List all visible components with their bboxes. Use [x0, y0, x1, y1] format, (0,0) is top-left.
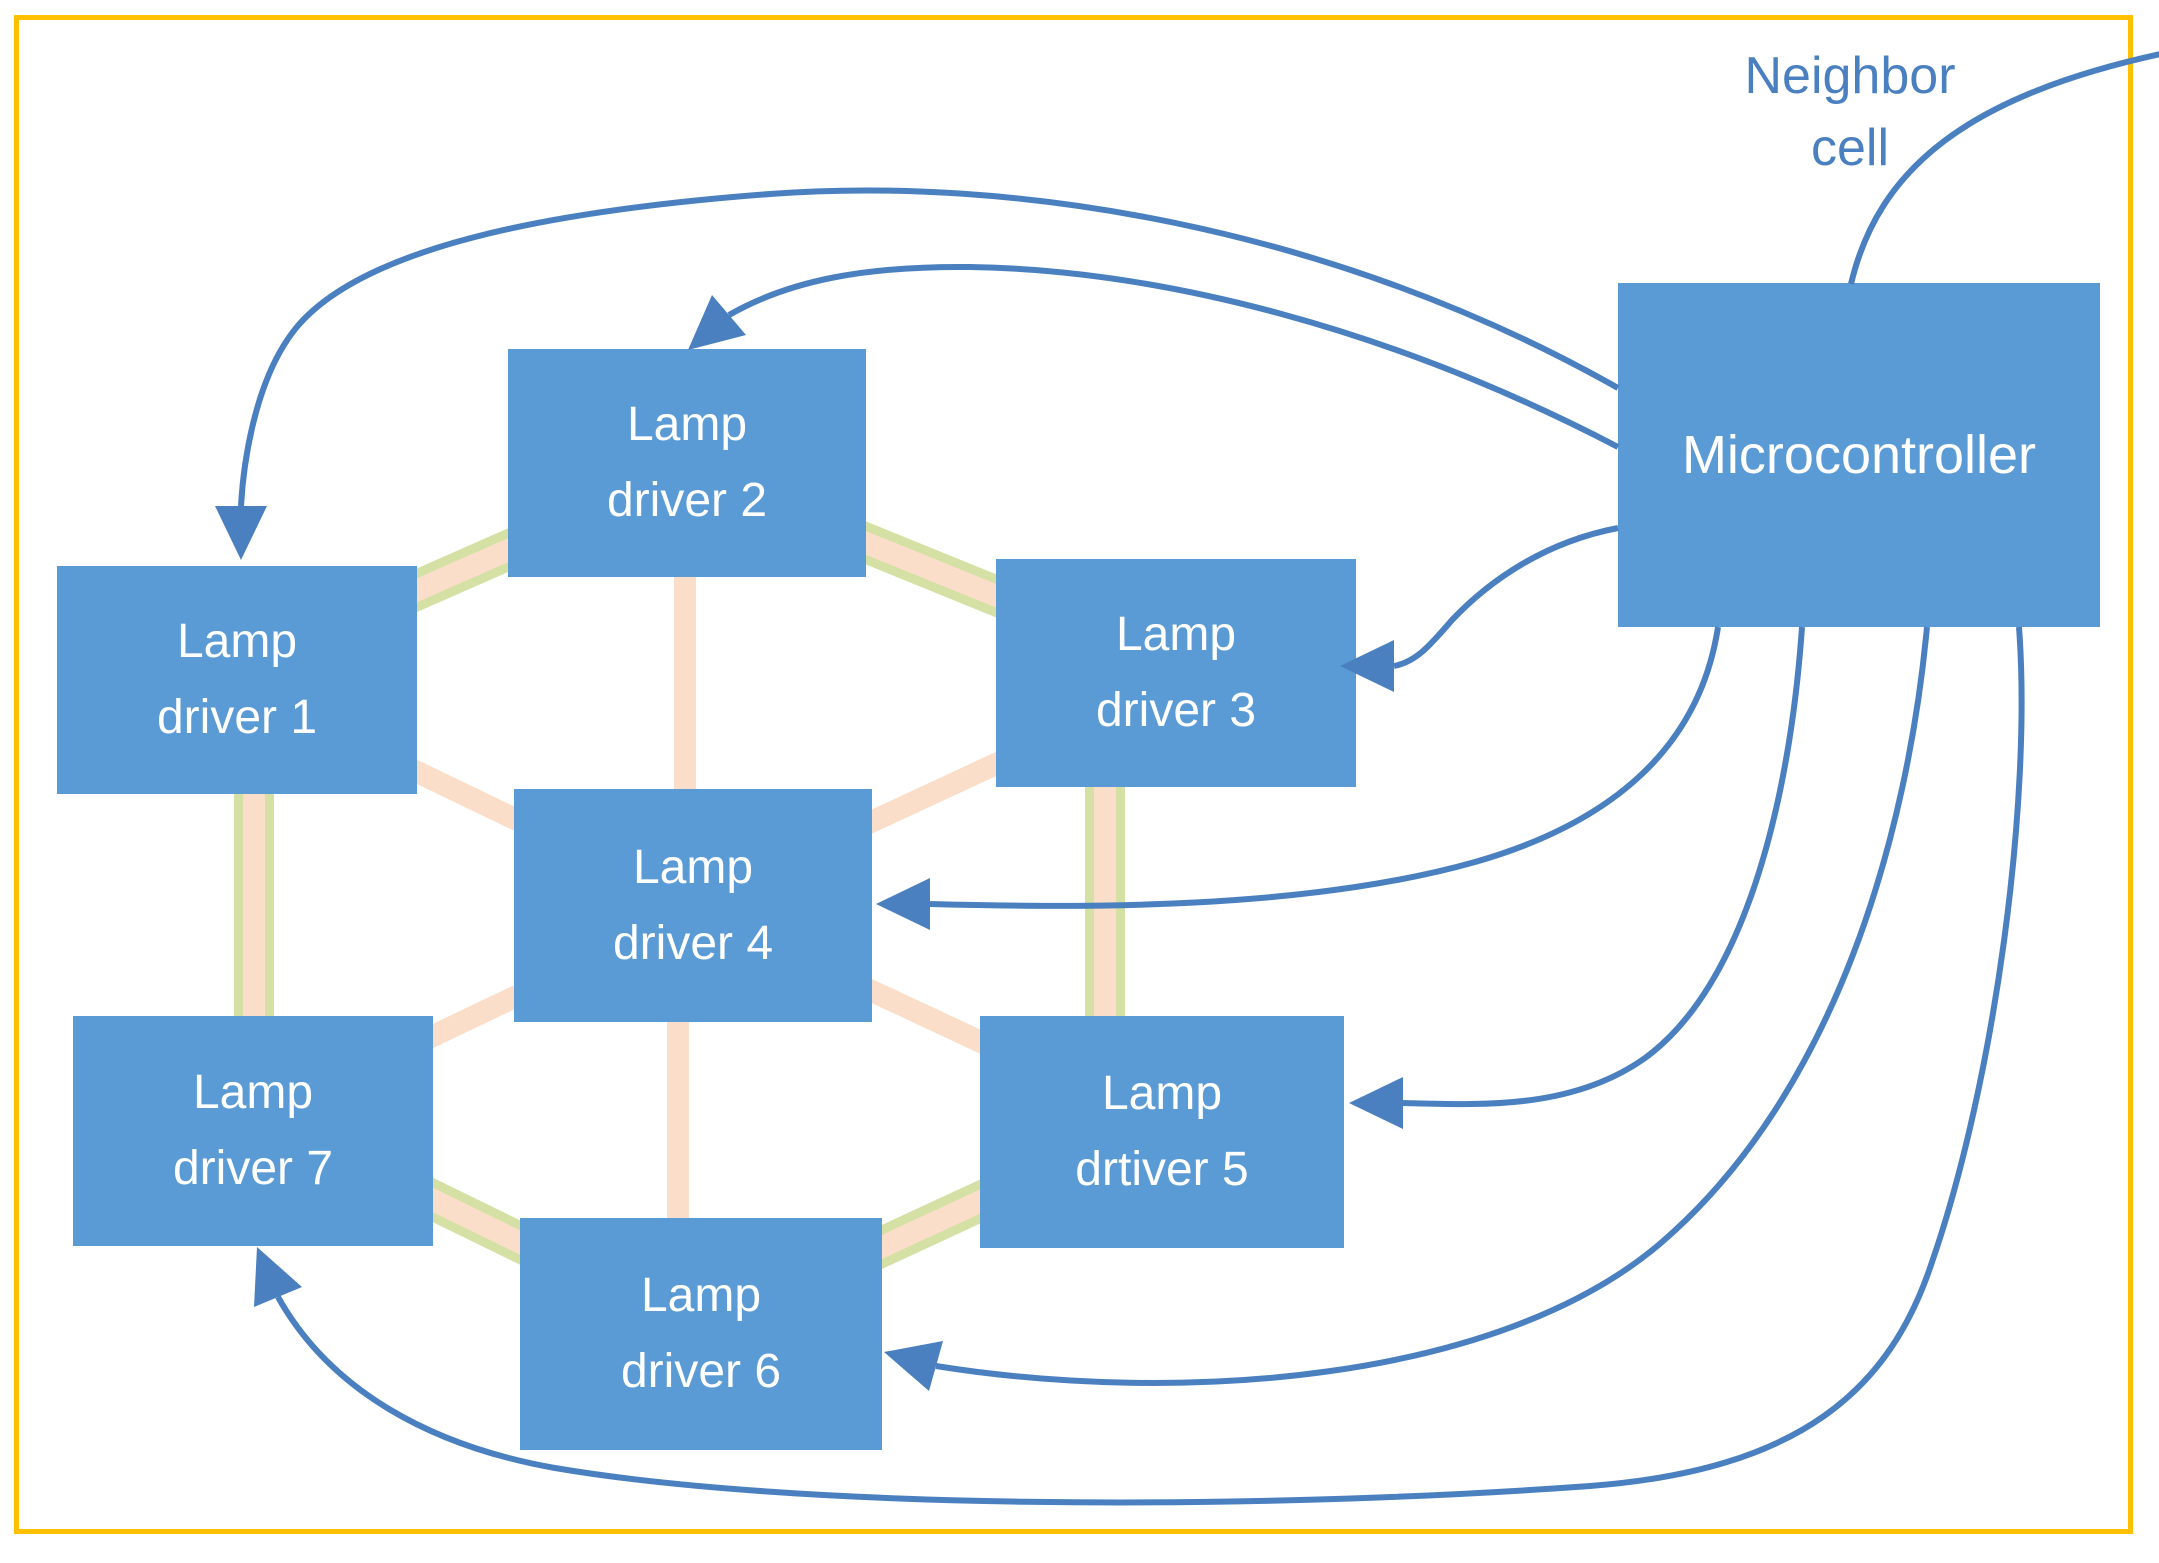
wire-mc-to-lamp6	[935, 626, 1930, 1386]
neighbor-cell-line2: cell	[1810, 119, 1890, 177]
node-label-line2: driver 2	[606, 474, 768, 527]
node-label-line2: driver 7	[172, 1142, 334, 1195]
wire-mc-to-lamp5	[1402, 626, 1805, 1108]
arrowhead-lamp3	[1340, 640, 1394, 692]
arrowhead-lamp6	[884, 1341, 943, 1391]
node-microcontroller: Microcontroller	[1618, 283, 2100, 627]
node-label-line1: Lamp	[626, 398, 748, 451]
node-lamp-driver-7: Lamp driver 7	[73, 1016, 433, 1246]
node-label-line2: driver 3	[1095, 684, 1257, 737]
page-border-frame	[14, 15, 2133, 1534]
node-label-line2: drtiver 5	[1075, 1143, 1249, 1196]
node-label-line1: Lamp	[1101, 1067, 1223, 1120]
microcontroller-label: Microcontroller	[1681, 425, 2037, 485]
arrowhead-lamp4	[876, 878, 930, 930]
arrowhead-lamp1	[215, 506, 267, 560]
arrowhead-lamp2	[688, 295, 746, 350]
node-label-line1: Lamp	[192, 1066, 314, 1119]
neighbor-cell-line1: Neighbor	[1744, 47, 1956, 105]
wire-mc-to-lamp4	[929, 626, 1721, 909]
node-lamp-driver-4: Lamp driver 4	[514, 789, 872, 1022]
node-lamp-driver-2: Lamp driver 2	[508, 349, 866, 577]
node-label-line1: Lamp	[632, 840, 754, 894]
node-label-line1: Lamp	[640, 1269, 762, 1322]
node-label-line2: driver 6	[620, 1345, 782, 1398]
node-label-line2: driver 4	[612, 916, 774, 970]
node-lamp-driver-3: Lamp driver 3	[996, 559, 1356, 787]
wire-mc-to-lamp1	[238, 187, 1620, 507]
arrowhead-lamp7	[254, 1247, 302, 1307]
wire-mc-to-lamp2	[727, 263, 1620, 450]
neighbor-cell-label: Neighbor cell	[1700, 40, 2000, 184]
node-lamp-driver-5: Lamp drtiver 5	[980, 1016, 1344, 1248]
node-lamp-driver-1: Lamp driver 1	[57, 566, 417, 794]
wire-mc-to-lamp3	[1393, 525, 1619, 669]
node-label-line2: driver 1	[156, 691, 318, 744]
node-label-line1: Lamp	[1115, 608, 1237, 661]
arrowhead-lamp5	[1349, 1077, 1403, 1129]
node-label-line1: Lamp	[176, 615, 298, 668]
wire-mc-to-neighbor-cell	[1848, 51, 2159, 285]
node-lamp-driver-6: Lamp driver 6	[520, 1218, 882, 1450]
wire-mc-to-lamp7	[275, 626, 2025, 1506]
